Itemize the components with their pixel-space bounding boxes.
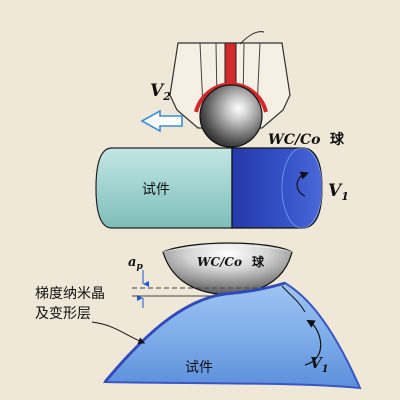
gradient-leader-arrow [91, 321, 146, 344]
v2-label: V2 [150, 81, 171, 103]
gradient-layer-label-1: 梯度纳米晶 [35, 286, 105, 302]
wc-co-label-top: WC/Co [268, 132, 320, 148]
v1-label-top: V1 [328, 181, 349, 203]
cylinder-body [95, 147, 233, 229]
cylinder-end [231, 147, 323, 229]
ball-body [199, 84, 263, 148]
holder-rod [224, 42, 237, 89]
gradient-layer [103, 281, 286, 383]
specimen-cylinder [95, 147, 323, 229]
specimen-label-top: 试件 [142, 182, 170, 198]
ap-label: ap [128, 255, 143, 272]
left-arrow-icon [140, 109, 183, 133]
specimen-curved [102, 281, 362, 390]
feed-arrow [140, 109, 183, 133]
leader-line [239, 31, 265, 45]
v1-label-bottom: V1 [310, 354, 329, 375]
ball-char-mid: 球 [252, 254, 265, 269]
end-rim [281, 147, 323, 229]
cap-rim [162, 245, 293, 253]
curved-arrow-icon [304, 319, 322, 366]
curved-arrow-icon [296, 171, 309, 197]
gradient-layer-label-2: 及变形层 [35, 306, 91, 322]
edge-leader [281, 285, 306, 313]
ball-char-top: 球 [330, 131, 345, 148]
specimen-label-bottom: 试件 [185, 360, 213, 376]
cap-body [162, 242, 293, 296]
wc-co-ball-top [194, 82, 268, 148]
wc-co-ball-cap [162, 242, 293, 296]
wc-co-label-mid: WC/Co [197, 255, 242, 269]
